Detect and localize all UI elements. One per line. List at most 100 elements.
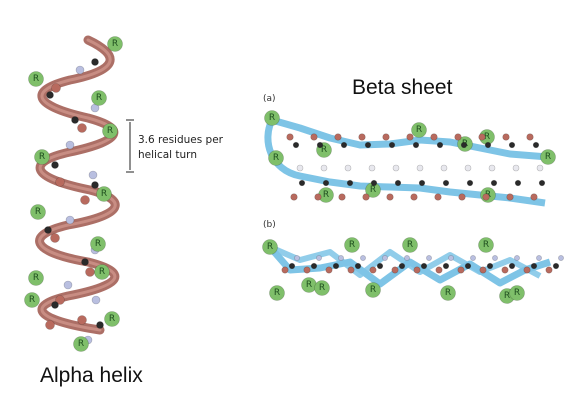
nitrogen-atom	[426, 255, 432, 261]
carbon-atom	[298, 179, 306, 187]
alpha-helix-title: Alpha helix	[40, 364, 143, 387]
r-group-atom	[440, 285, 456, 301]
oxygen-atom	[55, 177, 65, 187]
r-group-label: R	[78, 339, 84, 349]
hydrogen-atom	[392, 164, 400, 172]
oxygen-atom	[77, 315, 87, 325]
oxygen-atom	[413, 266, 421, 274]
carbon-atom	[412, 141, 420, 149]
oxygen-atom	[434, 193, 442, 201]
carbon-atom	[96, 321, 104, 329]
carbon-atom	[322, 179, 330, 187]
oxygen-atom	[290, 193, 298, 201]
nitrogen-atom	[360, 255, 366, 261]
r-group-label: R	[445, 288, 451, 298]
carbon-atom	[364, 141, 372, 149]
r-group-atom	[96, 186, 112, 202]
carbon-atom	[81, 258, 89, 266]
carbon-atom	[442, 179, 450, 187]
r-group-label: R	[29, 295, 35, 305]
hydrogen-atom	[536, 164, 544, 172]
oxygen-atom	[523, 266, 531, 274]
oxygen-atom	[382, 133, 390, 141]
nitrogen-atom	[404, 255, 410, 261]
oxygen-atom	[362, 193, 370, 201]
nitrogen-atom	[448, 255, 454, 261]
oxygen-atom	[430, 133, 438, 141]
carbon-atom	[51, 161, 59, 169]
carbon-atom	[44, 226, 52, 234]
carbon-atom	[486, 262, 494, 270]
nitrogen-atom	[382, 255, 388, 261]
r-group-atom	[73, 336, 89, 352]
oxygen-atom	[502, 133, 510, 141]
carbon-atom	[436, 141, 444, 149]
r-group-label: R	[407, 240, 413, 250]
carbon-atom	[420, 262, 428, 270]
hydrogen-atom	[512, 164, 520, 172]
r-group-atom	[268, 150, 284, 166]
carbon-atom	[288, 262, 296, 270]
oxygen-atom	[454, 133, 462, 141]
oxygen-atom	[358, 133, 366, 141]
panel-label-a: (a)	[263, 94, 276, 104]
r-group-atom	[30, 204, 46, 220]
r-group-label: R	[545, 152, 551, 162]
r-group-atom	[314, 280, 330, 296]
oxygen-atom	[338, 193, 346, 201]
carbon-atom	[484, 141, 492, 149]
alpha-helix-backbone	[35, 35, 120, 335]
oxygen-atom	[545, 266, 553, 274]
nitrogen-atom	[338, 255, 344, 261]
carbon-atom	[46, 91, 54, 99]
oxygen-atom	[80, 195, 90, 205]
carbon-atom	[466, 179, 474, 187]
carbon-atom	[552, 262, 560, 270]
r-group-atom	[24, 292, 40, 308]
carbon-atom	[394, 179, 402, 187]
r-group-label: R	[95, 239, 101, 249]
r-group-atom	[540, 149, 556, 165]
r-group-label: R	[416, 125, 422, 135]
carbon-atom	[346, 179, 354, 187]
r-group-atom	[107, 36, 123, 52]
r-group-label: R	[319, 283, 325, 293]
carbon-atom	[376, 262, 384, 270]
carbon-atom	[490, 179, 498, 187]
r-group-atom	[411, 122, 427, 138]
beta-sheet-b	[267, 244, 552, 288]
carbon-atom	[51, 301, 59, 309]
r-group-label: R	[321, 145, 327, 155]
oxygen-atom	[386, 193, 394, 201]
nitrogen-atom	[65, 215, 75, 225]
oxygen-atom	[281, 266, 289, 274]
r-group-label: R	[96, 93, 102, 103]
oxygen-atom	[482, 193, 490, 201]
annotation-line-2: helical turn	[138, 149, 197, 161]
nitrogen-atom	[75, 65, 85, 75]
r-group-label: R	[39, 152, 45, 162]
oxygen-atom	[85, 267, 95, 277]
carbon-atom	[332, 262, 340, 270]
carbon-atom	[354, 262, 362, 270]
carbon-atom	[370, 179, 378, 187]
r-group-label: R	[99, 267, 105, 277]
carbon-atom	[292, 141, 300, 149]
r-group-label: R	[483, 240, 489, 250]
r-group-label: R	[101, 189, 107, 199]
r-group-label: R	[484, 132, 490, 142]
carbon-atom	[388, 141, 396, 149]
oxygen-atom	[286, 133, 294, 141]
hydrogen-atom	[464, 164, 472, 172]
carbon-atom	[464, 262, 472, 270]
r-group-atom	[90, 236, 106, 252]
oxygen-atom	[310, 133, 318, 141]
nitrogen-atom	[514, 255, 520, 261]
beta-sheet-a	[264, 116, 549, 207]
oxygen-atom	[51, 83, 61, 93]
